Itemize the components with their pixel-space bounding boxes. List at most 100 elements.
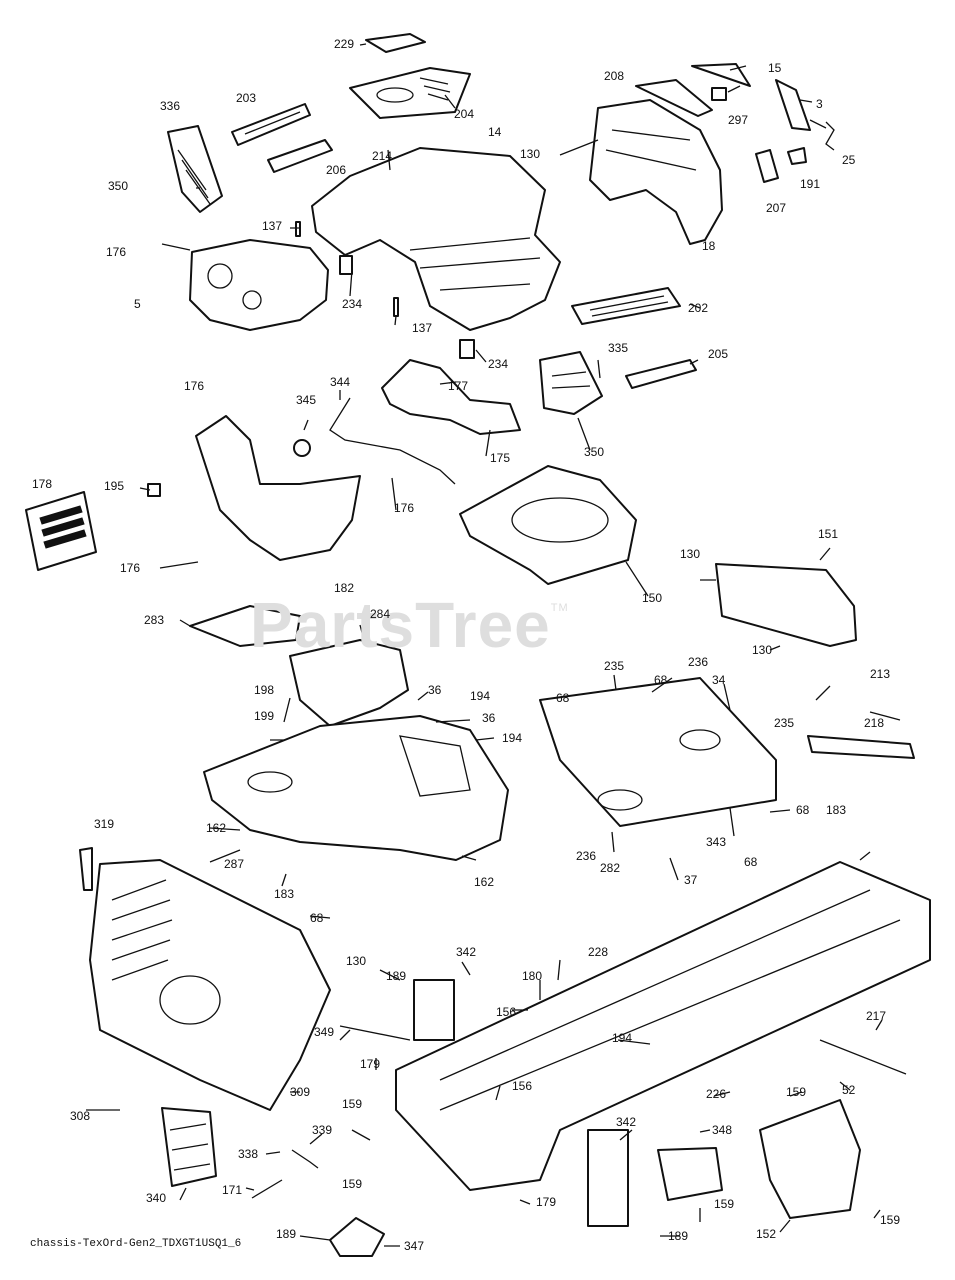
- callout-130: 130: [752, 643, 773, 657]
- callout-205: 205: [708, 347, 729, 361]
- callout-68: 68: [744, 855, 758, 869]
- callout-308: 308: [70, 1109, 91, 1123]
- callout-194: 194: [502, 731, 523, 745]
- callout-175: 175: [490, 451, 511, 465]
- callout-199: 199: [254, 709, 275, 723]
- callout-156: 156: [496, 1005, 517, 1019]
- part-14: [311, 147, 561, 331]
- callout-226: 226: [706, 1087, 727, 1101]
- callout-151: 151: [818, 527, 839, 541]
- part-204: [349, 67, 471, 119]
- callout-348: 348: [712, 1123, 733, 1137]
- callout-191: 191: [800, 177, 821, 191]
- callout-189: 189: [668, 1229, 689, 1243]
- callout-283: 283: [144, 613, 165, 627]
- callout-130: 130: [680, 547, 701, 561]
- callout-189: 189: [386, 969, 407, 983]
- callout-152: 152: [756, 1227, 777, 1241]
- part-150: [459, 465, 637, 585]
- callout-182: 182: [334, 581, 355, 595]
- callout-37: 37: [684, 873, 698, 887]
- callout-179: 179: [536, 1195, 557, 1209]
- part-206: [267, 139, 333, 173]
- part-349: [339, 1025, 411, 1041]
- part-5: [189, 239, 329, 331]
- callout-336: 336: [160, 99, 181, 113]
- callout-282: 282: [600, 861, 621, 875]
- part-34: [539, 677, 777, 827]
- callout-217: 217: [866, 1009, 887, 1023]
- part-25: [825, 121, 835, 151]
- callout-229: 229: [334, 37, 355, 51]
- callout-343: 343: [706, 835, 727, 849]
- callout-335: 335: [608, 341, 629, 355]
- callout-130: 130: [520, 147, 541, 161]
- callout-68: 68: [654, 673, 668, 687]
- part-284: [289, 639, 409, 727]
- part-342: [413, 979, 455, 1041]
- callout-235: 235: [774, 716, 795, 730]
- callout-202: 202: [688, 301, 709, 315]
- part-18: [589, 99, 723, 245]
- part-283: [189, 605, 301, 647]
- part-175: [381, 359, 521, 435]
- callout-68: 68: [796, 803, 810, 817]
- callout-176: 176: [184, 379, 205, 393]
- part-336: [167, 125, 223, 213]
- callout-156: 156: [512, 1079, 533, 1093]
- callout-350: 350: [108, 179, 129, 193]
- callout-176: 176: [120, 561, 141, 575]
- callout-208: 208: [604, 69, 625, 83]
- part-309: [89, 859, 331, 1111]
- part-208: [635, 79, 713, 117]
- partstree-watermark: PartsTreeTM: [250, 589, 569, 661]
- part-319: [79, 847, 93, 891]
- callout-236: 236: [576, 849, 597, 863]
- callout-176: 176: [106, 245, 127, 259]
- callout-52: 52: [842, 1083, 856, 1097]
- callout-342: 342: [456, 945, 477, 959]
- callout-214: 214: [372, 149, 393, 163]
- callout-345: 345: [296, 393, 317, 407]
- part-218: [807, 735, 915, 759]
- callout-137: 137: [262, 219, 283, 233]
- callout-194: 194: [612, 1031, 633, 1045]
- callout-179: 179: [360, 1057, 381, 1071]
- callout-159: 159: [714, 1197, 735, 1211]
- callout-347: 347: [404, 1239, 425, 1253]
- callout-68: 68: [310, 911, 324, 925]
- part-339: [291, 1149, 319, 1169]
- callout-309: 309: [290, 1085, 311, 1099]
- part-202: [571, 287, 681, 325]
- part-3: [775, 79, 811, 131]
- callout-14: 14: [488, 125, 502, 139]
- callout-162: 162: [206, 821, 227, 835]
- part-203: [231, 103, 311, 146]
- callout-204: 204: [454, 107, 475, 121]
- callout-159: 159: [880, 1213, 901, 1227]
- part-15: [691, 63, 751, 87]
- callout-25: 25: [842, 153, 856, 167]
- callout-319: 319: [94, 817, 115, 831]
- part-207: [755, 149, 779, 183]
- callout-236: 236: [688, 655, 709, 669]
- callout-180: 180: [522, 969, 543, 983]
- part-152: [759, 1099, 861, 1219]
- callout-195: 195: [104, 479, 125, 493]
- part-182: [195, 415, 361, 561]
- callout-203: 203: [236, 91, 257, 105]
- callout-287: 287: [224, 857, 245, 871]
- part-347: [329, 1217, 385, 1257]
- part-191: [787, 147, 807, 165]
- callout-342: 342: [616, 1115, 637, 1129]
- callout-178: 178: [32, 477, 53, 491]
- callout-234: 234: [342, 297, 363, 311]
- part-217: [819, 1039, 907, 1075]
- callout-234: 234: [488, 357, 509, 371]
- callout-189: 189: [276, 1227, 297, 1241]
- part-137: [295, 221, 301, 237]
- callout-176: 176: [394, 501, 415, 515]
- callout-218: 218: [864, 716, 885, 730]
